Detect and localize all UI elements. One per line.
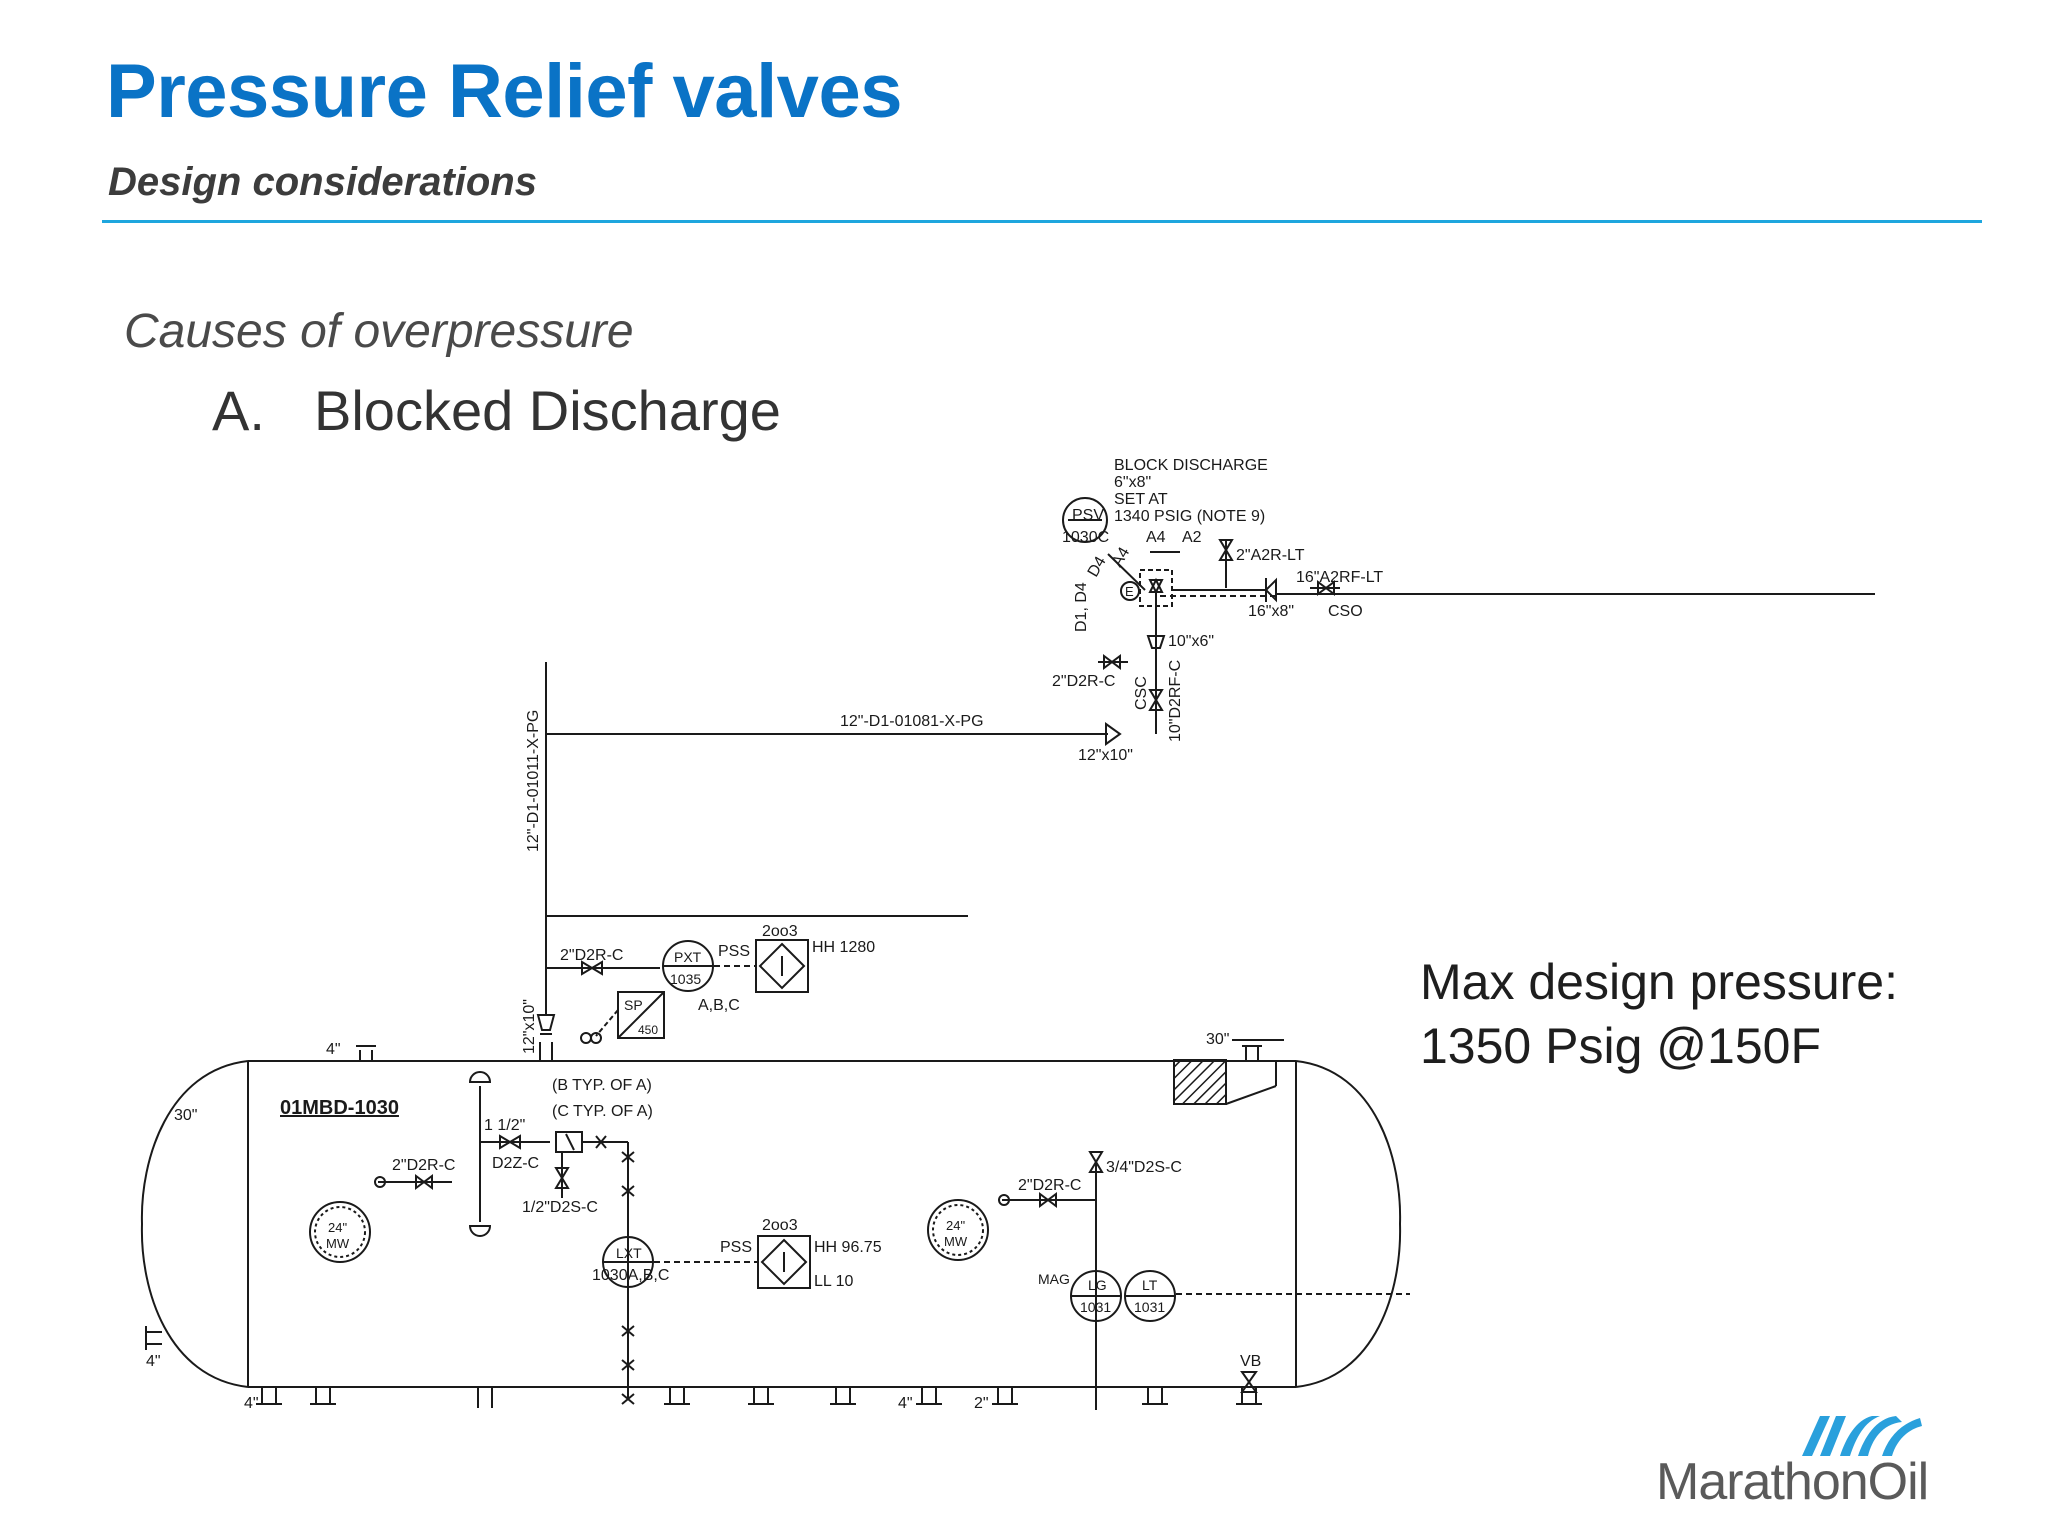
pss-label-2: PSS — [720, 1239, 752, 1256]
lxt-number: 1030A,B,C — [592, 1267, 669, 1284]
pxt-number: 1035 — [670, 971, 701, 987]
cso-label: CSO — [1328, 603, 1363, 620]
bridle-x-marks — [595, 1135, 635, 1405]
psv-note-line3: SET AT — [1114, 491, 1168, 508]
reducer-12x10-label: 12"x10" — [1078, 747, 1133, 764]
lg-tag: LG — [1088, 1277, 1107, 1293]
inlet-reducer — [536, 1014, 556, 1061]
ll-10: LL 10 — [814, 1273, 854, 1290]
a2r-lt-label: 2"A2R-LT — [1236, 547, 1305, 564]
manway-1-label: MW — [326, 1236, 350, 1251]
sp-number: 450 — [638, 1023, 658, 1037]
pxt-1035-loop — [546, 939, 809, 1044]
sp-tag: SP — [624, 997, 643, 1013]
size-1-half: 1 1/2" — [484, 1117, 525, 1134]
marathon-oil-wave-icon — [1802, 1416, 1922, 1456]
slide-subtitle: Design considerations — [108, 160, 537, 204]
pxt-abc: A,B,C — [698, 997, 740, 1014]
psv-note-line1: BLOCK DISCHARGE — [1114, 457, 1268, 474]
relief-line-12in — [545, 662, 1122, 1015]
nozzle-2-bottom: 2" — [974, 1395, 989, 1412]
vessel-drum — [140, 1060, 1402, 1388]
psv-e-label: E — [1125, 584, 1134, 599]
marathon-oil-logo — [1802, 1416, 1922, 1456]
psv-1030c — [1062, 497, 1875, 734]
bottom-nozzles — [145, 1326, 1262, 1408]
reducer-16x8-label: 16"x8" — [1248, 603, 1294, 620]
max-design-line-2: 1350 Psig @150F — [1420, 1018, 1822, 1074]
nozzle-30-top: 30" — [1206, 1031, 1229, 1048]
cause-item-letter: A. — [212, 379, 265, 442]
hh-96-75: HH 96.75 — [814, 1239, 882, 1256]
a2rf-lt-label: 16"A2RF-LT — [1296, 569, 1383, 586]
psv-number: 1030C — [1062, 529, 1109, 546]
pss-label-1: PSS — [718, 943, 750, 960]
level-gauge-right — [998, 1151, 1410, 1410]
nozzle-4-top: 4" — [326, 1041, 341, 1058]
lxt-tag: LXT — [616, 1245, 642, 1261]
hh-1280: HH 1280 — [812, 939, 875, 956]
vote-2oo3-1: 2oo3 — [762, 923, 798, 940]
reducer-10x6-label: 10"x6" — [1168, 633, 1214, 650]
psv-d4: D4 — [1085, 554, 1110, 580]
nozzle-4-bottom-2: 4" — [898, 1395, 913, 1412]
head-30-left: 30" — [174, 1107, 197, 1124]
nozzle-4-left: 4" — [146, 1353, 161, 1370]
psv-tag: PSV — [1072, 507, 1104, 524]
pxt-tag: PXT — [674, 949, 702, 965]
vessel-tag: 01MBD-1030 — [280, 1097, 399, 1119]
psv-a2: A2 — [1182, 529, 1202, 546]
d2rc-label-4: 2"D2R-C — [1018, 1177, 1081, 1194]
marathon-oil-wordmark: MarathonOil — [1656, 1453, 1929, 1511]
line-12-d1-01081: 12"-D1-01081-X-PG — [840, 713, 984, 730]
lt-tag: LT — [1142, 1277, 1158, 1293]
max-design-line-1: Max design pressure: — [1420, 954, 1899, 1010]
d2s-c-half-label: 1/2"D2S-C — [522, 1199, 598, 1216]
cause-item-text: Blocked Discharge — [314, 379, 781, 442]
d2rc-label-1: 2"D2R-C — [1052, 673, 1115, 690]
psv-a4-diag: A4 — [1109, 544, 1134, 570]
level-bridle-left — [374, 1071, 811, 1400]
manway-2-label: MW — [944, 1234, 968, 1249]
manway-circles — [309, 1199, 989, 1263]
c-typ-note: (C TYP. OF A) — [552, 1103, 653, 1120]
max-design-pressure: Max design pressure: 1350 Psig @150F — [1420, 950, 1898, 1078]
d2s-c-34-label: 3/4"D2S-C — [1106, 1159, 1182, 1176]
d2rc-label-3: 2"D2R-C — [392, 1157, 455, 1174]
lt-number: 1031 — [1134, 1299, 1165, 1315]
lg-number: 1031 — [1080, 1299, 1111, 1315]
psv-a4: A4 — [1146, 529, 1166, 546]
slide-title: Pressure Relief valves — [106, 49, 902, 134]
csc-label: CSC — [1133, 676, 1150, 710]
psv-d1-d4: D1, D4 — [1073, 582, 1090, 632]
reducer-12x10-vert: 12"x10" — [521, 999, 538, 1054]
d2z-c-label: D2Z-C — [492, 1155, 539, 1172]
d2rc-label-2: 2"D2R-C — [560, 947, 623, 964]
manway-2-size: 24" — [946, 1218, 965, 1233]
mag-label: MAG — [1038, 1271, 1070, 1287]
vote-2oo3-2: 2oo3 — [762, 1217, 798, 1234]
b-typ-note: (B TYP. OF A) — [552, 1077, 652, 1094]
cause-item-a: A. Blocked Discharge — [212, 378, 781, 443]
line-12-d1-01011: 12"-D1-01011-X-PG — [525, 710, 542, 852]
d2rf-label: 10"D2RF-C — [1167, 660, 1184, 742]
causes-heading: Causes of overpressure — [124, 305, 634, 358]
top-nozzles — [356, 1039, 1284, 1105]
psv-note-line4: 1340 PSIG (NOTE 9) — [1114, 508, 1265, 525]
nozzle-4-bottom-1: 4" — [244, 1395, 259, 1412]
manway-1-size: 24" — [328, 1220, 347, 1235]
vb-label: VB — [1240, 1353, 1261, 1370]
title-divider — [102, 220, 1982, 223]
psv-note-line2: 6"x8" — [1114, 474, 1151, 491]
